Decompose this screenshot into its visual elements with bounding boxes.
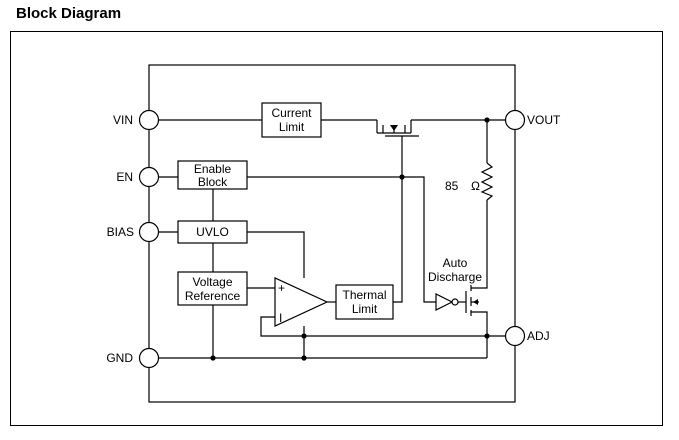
pin-gnd xyxy=(138,347,160,369)
auto-discharge-label-1: Auto xyxy=(443,256,468,270)
wire-res-fet xyxy=(476,200,488,289)
enable-block-label-2: Block xyxy=(198,175,228,189)
thermal-limit-label-1: Thermal xyxy=(342,288,386,302)
junction-dot xyxy=(484,333,490,339)
pin-label-vout: VOUT xyxy=(527,113,561,127)
junction-dot xyxy=(210,355,216,361)
junction-dot xyxy=(301,333,307,339)
pin-label-en: EN xyxy=(116,170,133,184)
voltage-reference-label-2: Reference xyxy=(185,289,241,303)
current-limit-block xyxy=(261,102,322,138)
pin-adj xyxy=(504,325,526,347)
pin-en xyxy=(138,166,160,188)
resistor-unit-label: Ω xyxy=(471,179,480,193)
pin-vout xyxy=(504,109,526,131)
pin-bias xyxy=(138,221,160,243)
wire-enable-out xyxy=(247,176,436,303)
junction-dot xyxy=(484,117,490,123)
current-limit-label-2: Limit xyxy=(279,120,305,134)
resistor-value-label: 85 xyxy=(445,179,459,193)
pin-label-adj: ADJ xyxy=(527,329,550,343)
voltage-reference-block xyxy=(177,271,248,306)
voltage-reference-label-1: Voltage xyxy=(192,275,232,289)
wire-uvlo-amp xyxy=(247,231,305,278)
enable-block xyxy=(177,160,248,190)
diagram-title: Block Diagram xyxy=(16,5,122,22)
pin-label-bias: BIAS xyxy=(107,225,134,239)
auto-discharge-fet xyxy=(465,285,479,316)
error-amplifier xyxy=(274,277,329,327)
auto-discharge-label-2: Discharge xyxy=(428,270,482,284)
junction-dot xyxy=(399,174,405,180)
thermal-limit-block xyxy=(335,284,394,320)
diagram-frame xyxy=(10,31,663,426)
uvlo-block xyxy=(177,220,248,244)
junction-dot xyxy=(301,355,307,361)
amp-minus-label: I xyxy=(279,311,282,325)
enable-block-label-1: Enable xyxy=(194,162,232,176)
current-limit-label-1: Current xyxy=(271,106,312,120)
wire-disch-gnd xyxy=(476,311,488,358)
uvlo-label: UVLO xyxy=(196,225,229,239)
amp-plus-label: + xyxy=(278,281,285,295)
wire-gate xyxy=(393,136,403,303)
wire-feedback xyxy=(260,316,505,337)
pin-label-gnd: GND xyxy=(106,351,133,365)
pass-fet xyxy=(376,120,419,137)
pin-vin xyxy=(138,109,160,131)
resistor-85-ohm xyxy=(480,162,494,201)
pin-label-vin: VIN xyxy=(113,113,133,127)
thermal-limit-label-2: Limit xyxy=(352,302,378,316)
auto-discharge-buffer xyxy=(435,293,466,311)
